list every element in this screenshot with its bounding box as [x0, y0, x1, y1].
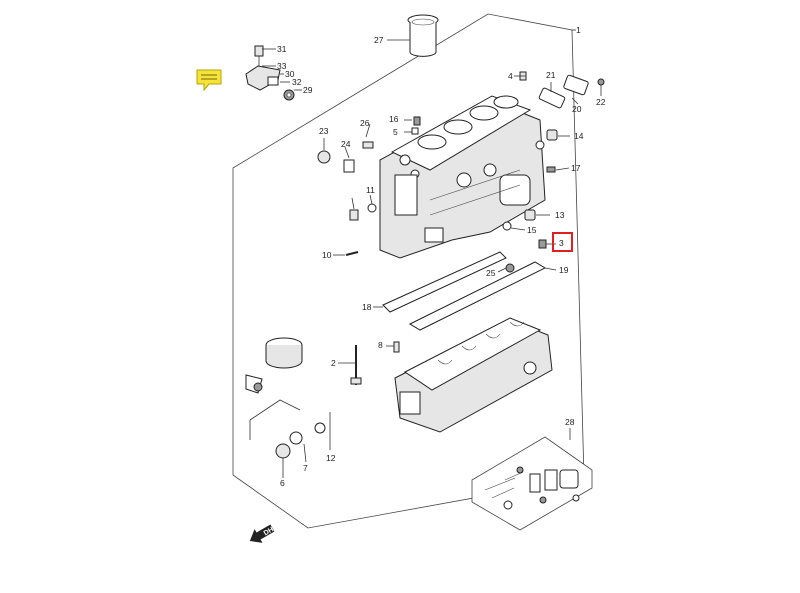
callout-30[interactable]: 30 [285, 69, 295, 79]
forward-arrow-icon[interactable]: DH [246, 521, 277, 548]
callout-20[interactable]: 20 [572, 104, 582, 114]
callout-19[interactable]: 19 [559, 265, 569, 275]
callout-28[interactable]: 28 [565, 417, 575, 427]
cylinder-liner [387, 14, 439, 57]
callout-27[interactable]: 27 [374, 35, 384, 45]
callout-14[interactable]: 14 [574, 131, 584, 141]
callout-11[interactable]: 11 [366, 185, 375, 195]
crankcase [394, 317, 553, 433]
callout-29[interactable]: 29 [303, 85, 313, 95]
piston-assembly [245, 337, 303, 394]
note-icon[interactable] [196, 69, 222, 92]
callout-15[interactable]: 15 [527, 225, 537, 235]
callout-5[interactable]: 5 [393, 127, 398, 137]
callout-26[interactable]: 26 [360, 118, 370, 128]
callout-23[interactable]: 23 [319, 126, 329, 136]
callout-18[interactable]: 18 [362, 302, 372, 312]
callout-32[interactable]: 32 [292, 77, 302, 87]
direction-label: DH [263, 526, 275, 537]
callout-2[interactable]: 2 [331, 358, 336, 368]
gasket-set [382, 251, 547, 331]
callout-6[interactable]: 6 [280, 478, 285, 488]
callout-13[interactable]: 13 [555, 210, 565, 220]
callout-10[interactable]: 10 [322, 250, 332, 260]
callout-4[interactable]: 4 [508, 71, 513, 81]
leader-lines [249, 29, 602, 478]
callout-31[interactable]: 31 [277, 44, 287, 54]
callout-17[interactable]: 17 [571, 163, 581, 173]
callout-1[interactable]: 1 [576, 25, 581, 35]
callout-16[interactable]: 16 [389, 114, 399, 124]
highlighted-callout-box [552, 232, 573, 252]
callout-24[interactable]: 24 [341, 139, 351, 149]
bracket-assembly [245, 45, 302, 101]
callout-7[interactable]: 7 [303, 463, 308, 473]
callout-33[interactable]: 33 [277, 61, 287, 71]
callout-8[interactable]: 8 [378, 340, 383, 350]
callout-21[interactable]: 21 [546, 70, 556, 80]
callout-12[interactable]: 12 [326, 453, 336, 463]
callout-25[interactable]: 25 [486, 268, 496, 278]
callout-3[interactable]: 3 [559, 238, 564, 248]
engine-block [379, 95, 546, 259]
gasket-kit-box [471, 436, 593, 531]
callout-labels: 1 2 3 4 5 6 7 8 10 11 12 13 14 15 16 17 … [277, 25, 606, 488]
small-parts [275, 71, 605, 459]
callout-22[interactable]: 22 [596, 97, 606, 107]
